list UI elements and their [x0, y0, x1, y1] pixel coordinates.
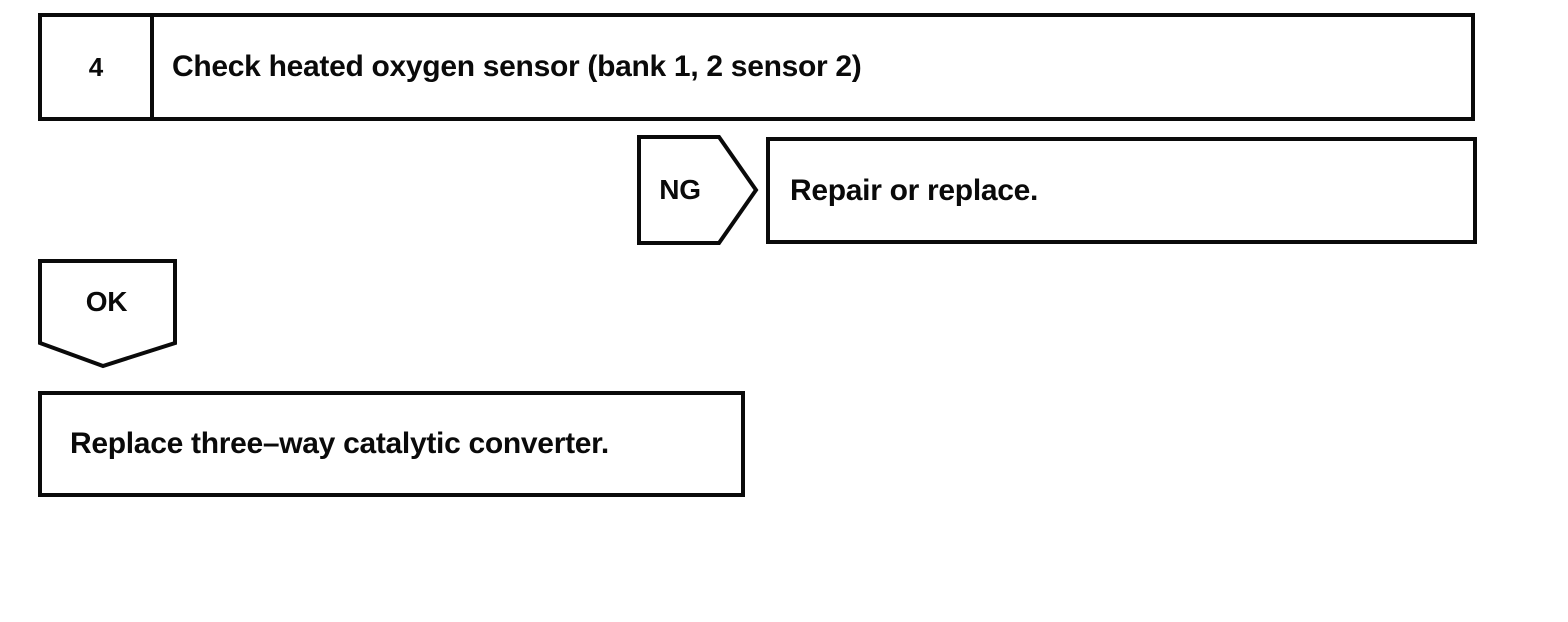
step-title: Check heated oxygen sensor (bank 1, 2 se…: [172, 50, 862, 83]
ok-action-box: Replace three–way catalytic converter.: [38, 391, 745, 497]
ok-pentagon-icon: [38, 259, 177, 369]
ok-connector-label: OK: [85, 286, 128, 317]
step-header-box: 4 Check heated oxygen sensor (bank 1, 2 …: [38, 13, 1475, 121]
step-number: 4: [42, 17, 154, 117]
ng-connector-label: NG: [659, 173, 701, 205]
ng-action-box: Repair or replace.: [766, 137, 1477, 244]
ng-connector-shape: [637, 135, 759, 245]
ok-connector-shape: [38, 259, 177, 369]
ng-pentagon-icon: [637, 135, 759, 245]
